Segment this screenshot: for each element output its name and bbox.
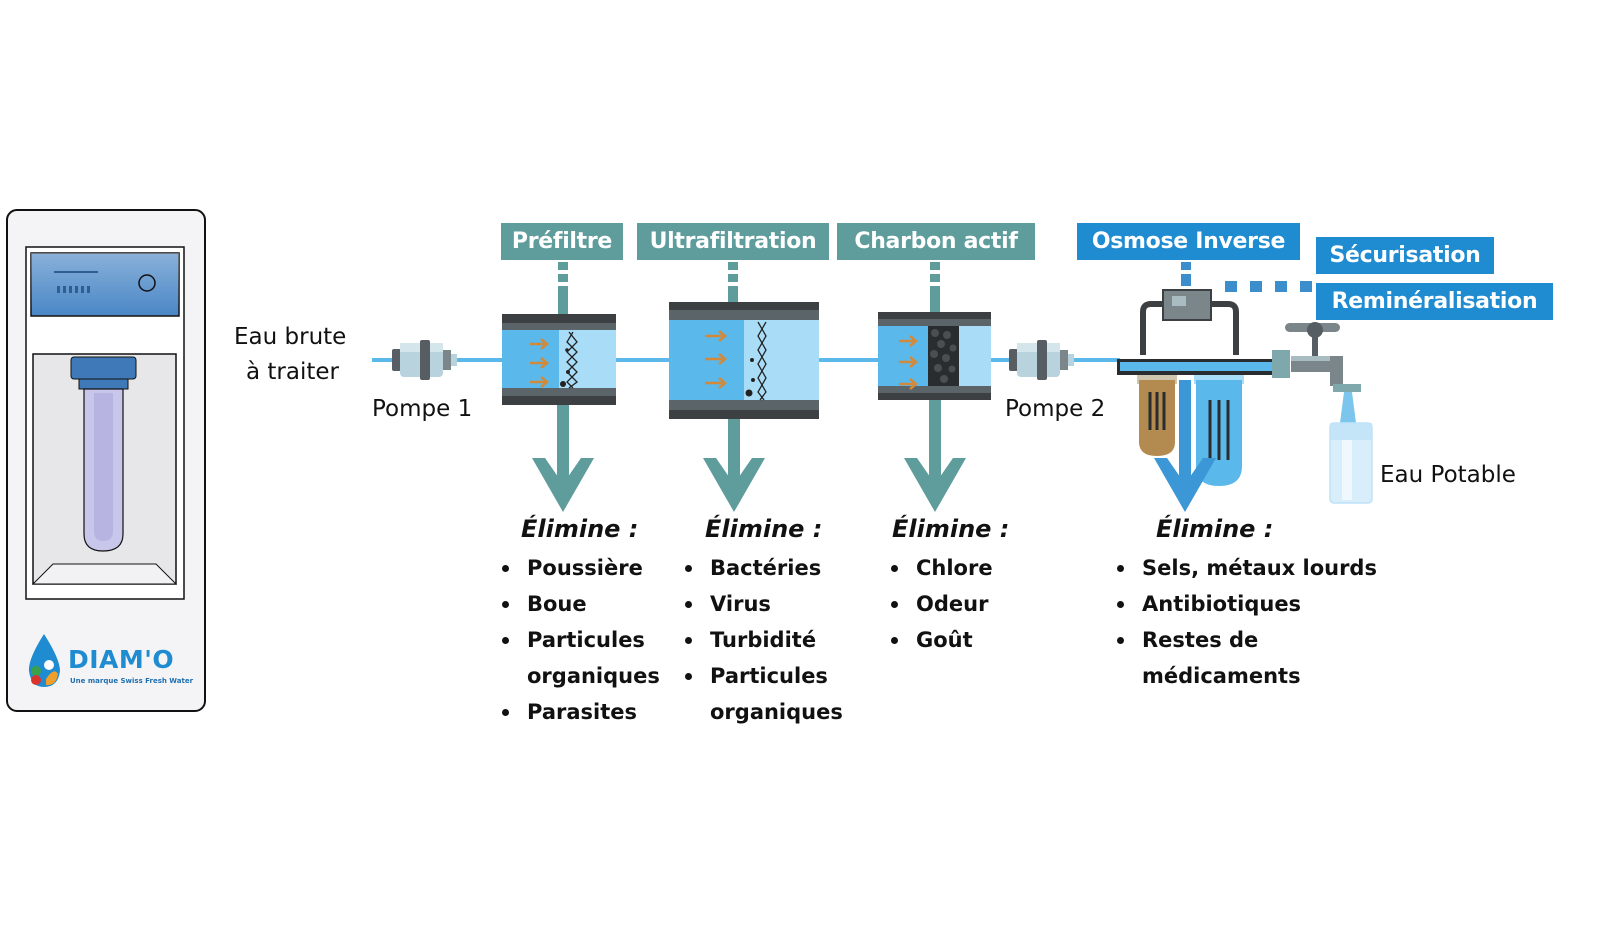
purifier-device-illustration xyxy=(6,209,206,712)
list-item-text: Particules organiques xyxy=(710,664,843,724)
list-item: Sels, métaux lourds xyxy=(1115,550,1377,586)
ultrafiltration-removes-list: Bactéries Virus Turbidité Particules org… xyxy=(683,550,860,730)
brand-name: DIAM'O xyxy=(68,645,175,674)
list-item-text: Particules organiques xyxy=(527,628,660,688)
diamo-logo-icon xyxy=(28,634,60,687)
stage-label-ultrafiltration: Ultrafiltration xyxy=(637,223,829,260)
control-panel xyxy=(30,252,180,317)
flow-arrows xyxy=(530,338,549,388)
carbon-down-arrow xyxy=(904,400,966,512)
ro-removes-list: Sels, métaux lourds Antibiotiques Restes… xyxy=(1115,550,1377,694)
stage-label-remineralisation: Reminéralisation xyxy=(1316,283,1553,320)
prefilter-housing xyxy=(502,314,616,405)
list-item-text: Restes de médicaments xyxy=(1142,628,1301,688)
carbon-filter-housing xyxy=(878,312,991,400)
ro-connectors xyxy=(1181,262,1312,292)
prefilter-down-arrow xyxy=(532,405,594,512)
carbon-removes-list: Chlore Odeur Goût xyxy=(889,550,993,658)
water-stream xyxy=(1340,392,1356,423)
pump-1-label: Pompe 1 xyxy=(372,396,473,422)
list-item: Poussière xyxy=(500,550,677,586)
glass-icon xyxy=(1329,422,1373,504)
ro-down-arrow xyxy=(1154,380,1216,512)
list-item: Odeur xyxy=(889,586,993,622)
pump-2-label: Pompe 2 xyxy=(1005,396,1106,422)
reverse-osmosis-unit xyxy=(1117,289,1290,486)
stage-label-charbon-actif: Charbon actif xyxy=(837,223,1035,260)
list-item: Particules organiques xyxy=(683,658,860,730)
purifier-device: DIAM'O Une marque Swiss Fresh Water xyxy=(6,209,206,712)
removal-arrows xyxy=(532,380,1216,512)
list-item: Parasites xyxy=(500,694,677,730)
stage-label-securisation: Sécurisation xyxy=(1316,237,1494,274)
ultrafiltration-removes-title: Élimine : xyxy=(705,515,823,543)
list-item: Bactéries xyxy=(683,550,860,586)
list-item: Restes de médicaments xyxy=(1115,622,1302,694)
input-label-line1: Eau brute xyxy=(234,324,347,350)
prefilter-removes-title: Élimine : xyxy=(521,515,639,543)
brand-tagline: Une marque Swiss Fresh Water xyxy=(70,677,194,685)
list-item: Particules organiques xyxy=(500,622,677,694)
ultrafiltration-housing xyxy=(669,302,819,419)
prefilter-removes-list: Poussière Boue Particules organiques Par… xyxy=(500,550,677,730)
output-label: Eau Potable xyxy=(1380,462,1516,488)
faucet-icon xyxy=(1285,322,1361,392)
ro-removes-title: Élimine : xyxy=(1156,515,1274,543)
stage-label-osmose-inverse: Osmose Inverse xyxy=(1077,223,1300,260)
list-item: Goût xyxy=(889,622,993,658)
uv-cartridge xyxy=(70,356,137,552)
list-item: Virus xyxy=(683,586,860,622)
input-label-line2: à traiter xyxy=(246,359,339,385)
list-item: Turbidité xyxy=(683,622,860,658)
ultrafiltration-down-arrow xyxy=(703,419,765,512)
list-item: Boue xyxy=(500,586,677,622)
pump-2-icon xyxy=(1009,340,1074,380)
carbon-removes-title: Élimine : xyxy=(892,515,1010,543)
pump-1-icon xyxy=(392,340,457,380)
list-item: Antibiotiques xyxy=(1115,586,1377,622)
stage-label-prefiltre: Préfiltre xyxy=(501,223,623,260)
label-connectors xyxy=(558,262,940,314)
list-item: Chlore xyxy=(889,550,993,586)
